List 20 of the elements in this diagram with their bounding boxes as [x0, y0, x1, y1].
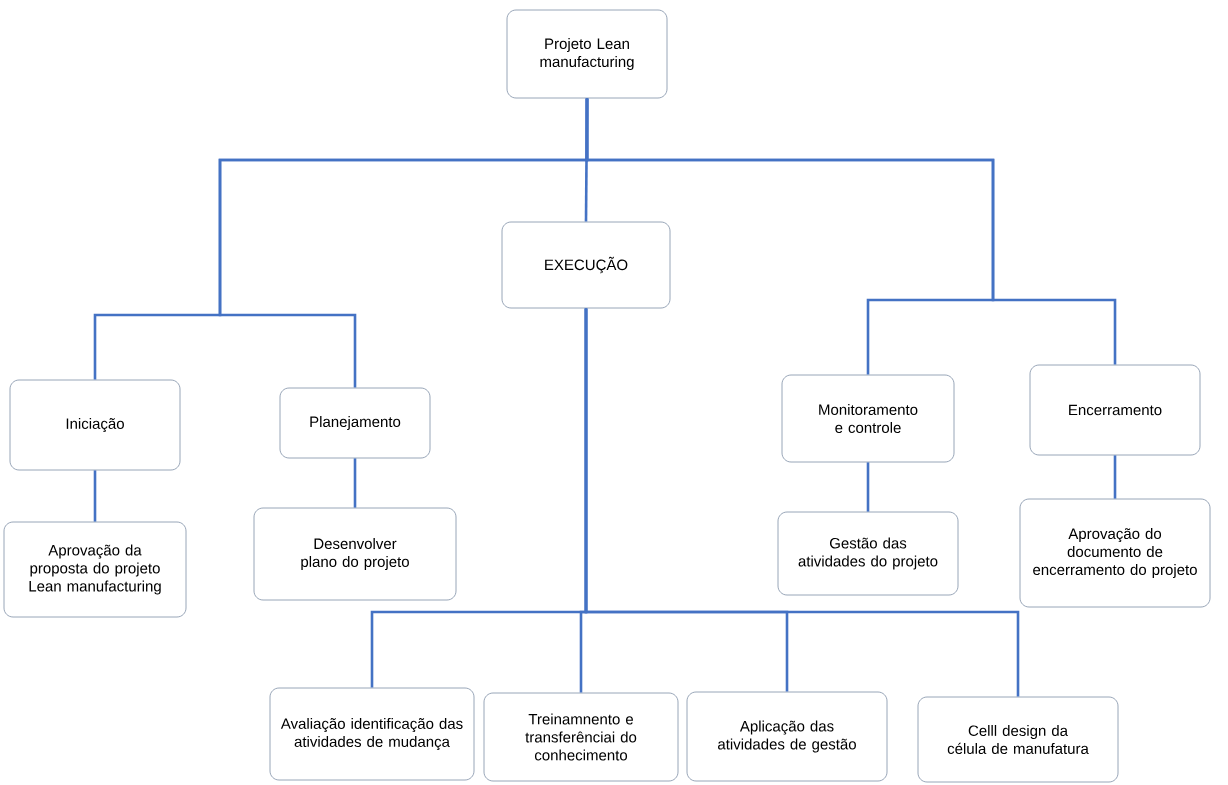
process-box: Monitoramento e controle [781, 374, 955, 463]
connector-line [584, 308, 1020, 697]
process-box: Aplicação das atividades de gestão [686, 691, 888, 782]
connector-line [585, 98, 1117, 365]
process-box: Aprovação do documento de encerramento do projeto [1019, 498, 1211, 608]
process-box: Avaliação identificação das atividades de mudança [269, 687, 475, 781]
process-box: EXECUÇÃO [501, 221, 671, 309]
process-box: Celll design da célula de manufatura [917, 696, 1119, 783]
process-box: Aprovação da proposta do projeto Lean manufacturing [3, 521, 187, 618]
process-box: Encerramento [1029, 364, 1201, 456]
connector-line [93, 470, 97, 522]
connector-line [866, 462, 870, 512]
process-box: Desenvolver plano do projeto [253, 507, 457, 601]
process-box: Gestão das atividades do projeto [777, 511, 959, 596]
connector-line [353, 458, 357, 508]
process-box: Projeto Lean manufacturing [506, 9, 668, 99]
process-box: Planejamento [279, 387, 431, 459]
process-box: Treinamnento e transferênciai do conhecimento [483, 692, 679, 782]
process-box: Iniciação [9, 379, 181, 471]
connector-line [1113, 455, 1117, 499]
